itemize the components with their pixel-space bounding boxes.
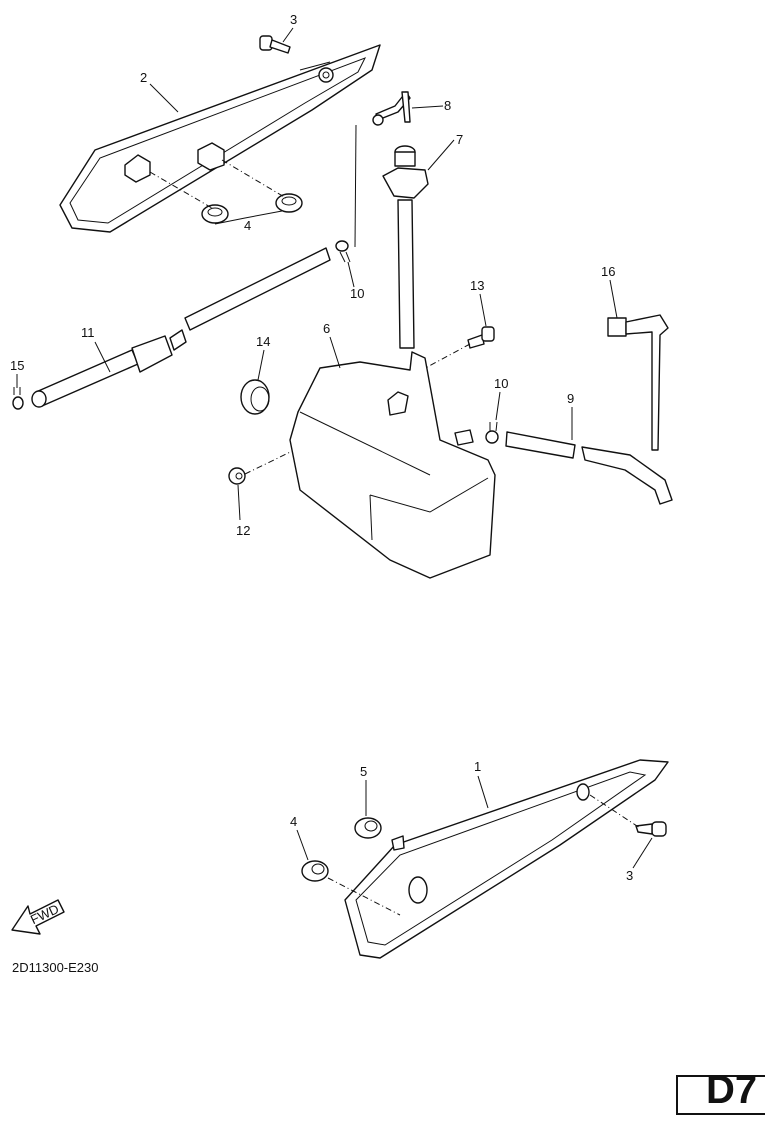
side-cover-lower bbox=[344, 759, 669, 959]
callout-label: 4 bbox=[290, 814, 297, 829]
callout-label: 10 bbox=[350, 286, 364, 301]
callout-label: 9 bbox=[567, 391, 574, 406]
bolt-top bbox=[259, 35, 291, 54]
callout-label: 1 bbox=[474, 759, 481, 774]
fwd-label: FWD bbox=[28, 901, 61, 927]
drawing-code: 2D11300-E230 bbox=[12, 960, 99, 975]
clip-upper bbox=[335, 240, 351, 263]
damper bbox=[228, 467, 246, 485]
side-cover-upper bbox=[59, 44, 381, 233]
callout-label: 8 bbox=[444, 98, 451, 113]
callout-label: 7 bbox=[456, 132, 463, 147]
page-code-box bbox=[676, 1075, 765, 1115]
callout-label: 13 bbox=[470, 278, 484, 293]
grommet-tank bbox=[240, 379, 270, 415]
callout-label: 15 bbox=[10, 358, 24, 373]
callout-label: 5 bbox=[360, 764, 367, 779]
callout-label: 2 bbox=[140, 70, 147, 85]
bracket bbox=[607, 314, 669, 451]
callouts: 3 2 8 7 4 10 16 13 6 11 14 15 10 9 12 5 bbox=[10, 12, 653, 883]
coolant-reservoir-tank bbox=[289, 351, 496, 579]
grommet-lower-4 bbox=[301, 860, 329, 882]
callout-label: 10 bbox=[494, 376, 508, 391]
grommet-lower-5 bbox=[354, 817, 382, 839]
fwd-arrow-icon: FWD bbox=[11, 899, 65, 935]
callout-label: 6 bbox=[323, 321, 330, 336]
grommets-upper bbox=[201, 193, 303, 224]
callout-label: 11 bbox=[81, 325, 95, 340]
callout-label: 16 bbox=[601, 264, 615, 279]
callout-label: 12 bbox=[236, 523, 250, 538]
clip-left bbox=[12, 387, 24, 410]
callout-label: 3 bbox=[626, 868, 633, 883]
hose-right bbox=[505, 431, 673, 505]
page-code: D7 bbox=[706, 1068, 758, 1112]
breather-tube-and-cap bbox=[354, 91, 429, 349]
bolt-lower bbox=[635, 821, 667, 837]
clip-right bbox=[485, 421, 499, 444]
callout-label: 4 bbox=[244, 218, 251, 233]
overflow-hose bbox=[31, 247, 331, 408]
callout-label: 3 bbox=[290, 12, 297, 27]
callout-label: 14 bbox=[256, 334, 270, 349]
bolt-tank bbox=[467, 326, 495, 349]
